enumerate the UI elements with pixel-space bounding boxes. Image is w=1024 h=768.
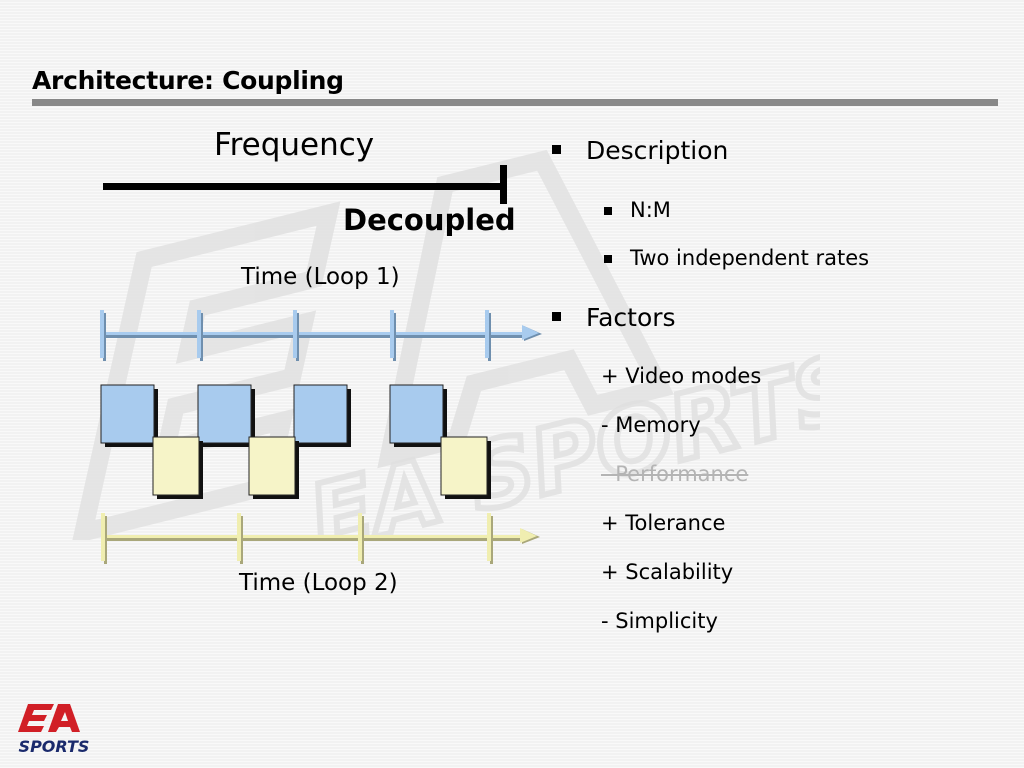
tick-shadow (393, 313, 396, 361)
frame-block (440, 436, 488, 496)
timeline-axis (103, 535, 524, 538)
loop1-timeline (100, 310, 542, 361)
sub-bullet-label: N:M (630, 198, 671, 222)
frequency-label: Frequency (214, 127, 375, 163)
block-shadow (253, 441, 299, 499)
block-shadow (157, 441, 203, 499)
frequency-scale (103, 165, 507, 204)
tick-shadow (240, 516, 243, 564)
tick-shadow (104, 516, 107, 564)
factor-item: - Memory (601, 413, 701, 437)
bullet-square-icon (552, 145, 561, 154)
timeline-axis (103, 332, 526, 335)
bullet-square-icon (552, 312, 561, 321)
ea-logo-mark (18, 704, 80, 732)
title-divider (32, 99, 998, 106)
timeline-tick (293, 310, 297, 358)
timeline-tick (487, 513, 491, 561)
loop1-blocks (100, 384, 447, 447)
tick-shadow (296, 313, 299, 361)
timeline-shadow (105, 538, 526, 541)
frame-block (197, 384, 252, 444)
frame-block (152, 436, 200, 496)
block-shadow (445, 441, 491, 499)
bullet-square-icon (604, 255, 612, 263)
tick-shadow (490, 516, 493, 564)
factor-item: - Simplicity (601, 609, 718, 633)
frame-block (293, 384, 348, 444)
coupling-mode-label: Decoupled (343, 203, 516, 237)
timeline-tick (390, 310, 394, 358)
frame-block (389, 384, 444, 444)
tick-shadow (200, 313, 203, 361)
bullet-square-icon (604, 207, 612, 215)
timeline-shadow (105, 335, 528, 338)
arrow-head-icon (522, 325, 539, 340)
arrow-head-icon (520, 528, 537, 543)
logo-sports-text: SPORTS (19, 737, 90, 756)
factor-item: + Tolerance (601, 511, 726, 535)
arrow-head-icon (524, 326, 542, 341)
factor-item: - Performance (601, 462, 749, 486)
tick-shadow (361, 516, 364, 564)
frame-block (248, 436, 296, 496)
block-shadow (105, 389, 158, 447)
arrow-head-icon (522, 529, 540, 544)
timeline-tick (101, 513, 105, 561)
frame-block (100, 384, 155, 444)
bullet-description-label: Description (586, 136, 729, 165)
timeline-tick (358, 513, 362, 561)
slide-title: Architecture: Coupling (32, 66, 344, 95)
factor-item: + Video modes (601, 364, 762, 388)
loop2-time-label: Time (Loop 2) (239, 570, 398, 596)
block-shadow (298, 389, 351, 447)
timeline-tick (237, 513, 241, 561)
block-shadow (394, 389, 447, 447)
tick-shadow (488, 313, 491, 361)
timeline-tick (485, 310, 489, 358)
loop2-timeline (101, 513, 540, 564)
timeline-tick (197, 310, 201, 358)
tick-shadow (103, 313, 106, 361)
sub-bullet-label: Two independent rates (630, 246, 870, 270)
block-shadow (202, 389, 255, 447)
loop2-blocks (152, 436, 491, 499)
ea-sports-logo: SPORTS (18, 704, 90, 756)
factor-item: + Scalability (601, 560, 734, 584)
timeline-tick (100, 310, 104, 358)
bullet-factors-label: Factors (586, 303, 676, 332)
loop1-time-label: Time (Loop 1) (241, 264, 400, 290)
